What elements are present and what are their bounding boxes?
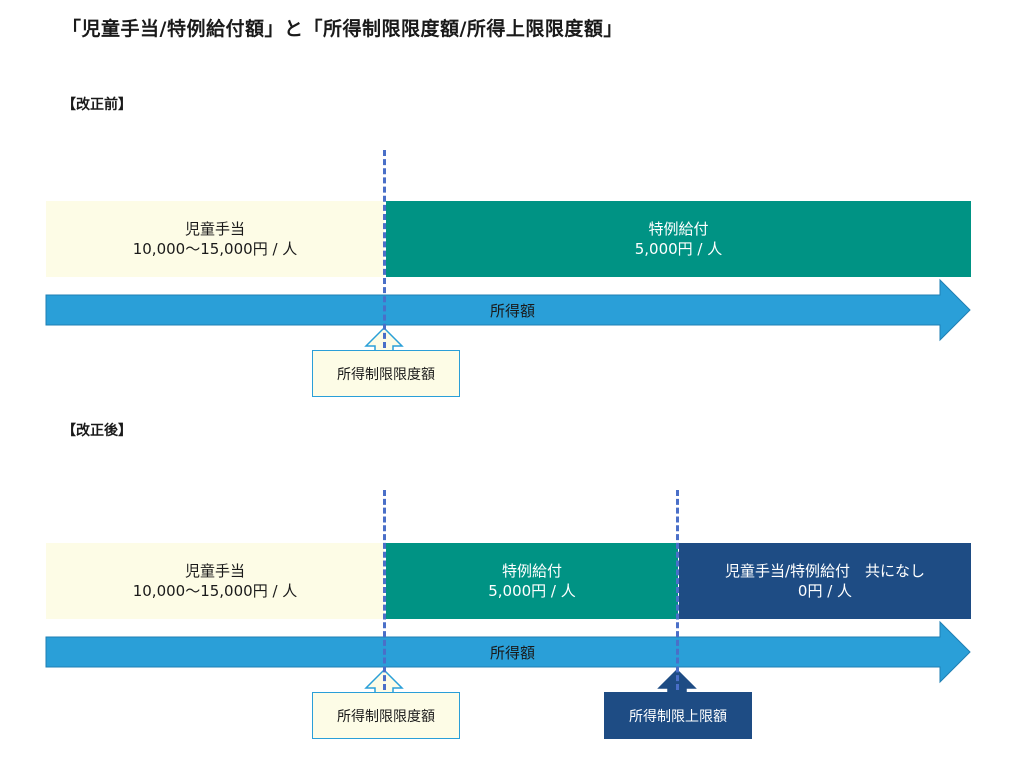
before-child-allowance-box: 児童手当 10,000〜15,000円 / 人 [46,201,384,277]
after-income-upper-limit-tag: 所得制限上限額 [604,692,752,739]
before-income-limit-line [383,150,386,348]
before-special-benefit-name: 特例給付 [648,220,709,238]
after-income-limit-tag: 所得制限限度額 [312,692,460,739]
section-heading-before: 【改正前】 [62,97,132,113]
after-special-benefit-name: 特例給付 [501,562,562,580]
before-child-allowance-name: 児童手当 [184,220,245,238]
after-special-benefit-amount: 5,000円 / 人 [488,582,576,600]
after-child-allowance-box: 児童手当 10,000〜15,000円 / 人 [46,543,384,619]
after-no-benefit-box: 児童手当/特例給付 共になし 0円 / 人 [679,543,971,619]
before-income-axis-label: 所得額 [490,302,536,320]
page-title: 「児童手当/特例給付額」と「所得制限限度額/所得上限限度額」 [62,18,623,40]
before-special-benefit-box: 特例給付 5,000円 / 人 [386,201,971,277]
after-income-upper-limit-line [676,490,679,690]
after-special-benefit-box: 特例給付 5,000円 / 人 [386,543,678,619]
after-income-axis-label: 所得額 [490,644,536,662]
after-no-benefit-amount: 0円 / 人 [797,582,853,600]
before-special-benefit-amount: 5,000円 / 人 [634,240,723,258]
after-income-limit-line [383,490,386,690]
section-heading-after: 【改正後】 [62,423,132,439]
before-income-limit-tag: 所得制限限度額 [312,350,460,397]
after-child-allowance-amount: 10,000〜15,000円 / 人 [132,582,298,600]
after-child-allowance-name: 児童手当 [184,562,245,580]
after-income-axis-arrow [45,620,971,684]
before-income-axis-arrow [45,278,971,342]
after-no-benefit-name: 児童手当/特例給付 共になし [724,562,926,580]
before-child-allowance-amount: 10,000〜15,000円 / 人 [132,240,298,258]
